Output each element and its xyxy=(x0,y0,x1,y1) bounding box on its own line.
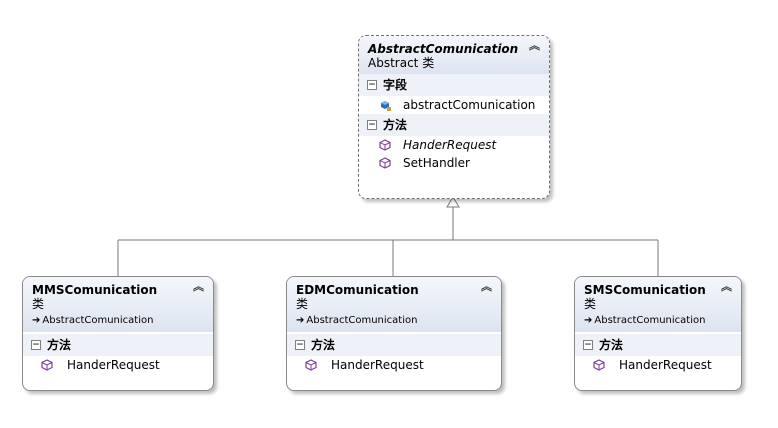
method-name: HanderRequest xyxy=(403,138,497,152)
methods-label: 方法 xyxy=(311,338,336,352)
edm-class-box[interactable]: EDMComunication 类 ➔AbstractComunication … xyxy=(286,276,502,391)
class-kind: 类 xyxy=(296,297,309,311)
fields-section-header[interactable]: − 字段 xyxy=(359,74,549,96)
collapse-toggle-icon[interactable]: − xyxy=(367,120,377,130)
class-name: EDMComunication xyxy=(296,283,419,297)
inherits-arrow-icon: ➔ xyxy=(296,315,305,326)
inherits-arrow-icon: ➔ xyxy=(32,315,41,326)
method-icon xyxy=(379,139,391,151)
methods-section-header[interactable]: − 方法 xyxy=(287,334,501,356)
method-item[interactable]: HanderRequest xyxy=(287,356,501,374)
class-header: AbstractComunication Abstract 类 ︽ xyxy=(359,36,549,74)
class-header: MMSComunication 类 ➔AbstractComunication … xyxy=(23,277,213,332)
collapse-toggle-icon[interactable]: − xyxy=(583,340,593,350)
sms-class-box[interactable]: SMSComunication 类 ➔AbstractComunication … xyxy=(574,276,742,391)
method-name: HanderRequest xyxy=(331,358,424,372)
class-name: AbstractComunication xyxy=(368,42,519,56)
mms-class-box[interactable]: MMSComunication 类 ➔AbstractComunication … xyxy=(22,276,214,391)
method-item[interactable]: HanderRequest xyxy=(575,356,741,374)
base-class-name: AbstractComunication xyxy=(594,315,706,326)
collapse-icon[interactable]: ︽ xyxy=(529,39,540,52)
method-name: HanderRequest xyxy=(67,358,160,372)
method-icon xyxy=(593,359,605,371)
class-header: EDMComunication 类 ➔AbstractComunication … xyxy=(287,277,501,332)
method-item[interactable]: HanderRequest xyxy=(359,136,549,154)
inheritance-arrowhead xyxy=(446,196,460,208)
inherits-arrow-icon: ➔ xyxy=(584,315,593,326)
base-class-name: AbstractComunication xyxy=(42,315,154,326)
method-icon xyxy=(41,359,53,371)
base-class: ➔AbstractComunication xyxy=(32,314,185,328)
method-name: SetHandler xyxy=(403,156,470,170)
field-item[interactable]: abstractComunication xyxy=(359,96,549,114)
methods-section-header[interactable]: − 方法 xyxy=(359,114,549,136)
abstract-class-box[interactable]: AbstractComunication Abstract 类 ︽ − 字段 a… xyxy=(358,35,550,199)
collapse-toggle-icon[interactable]: − xyxy=(31,340,41,350)
methods-label: 方法 xyxy=(599,338,624,352)
class-kind: 类 xyxy=(584,297,597,311)
class-name: SMSComunication xyxy=(584,283,706,297)
method-icon xyxy=(379,157,391,169)
method-icon xyxy=(305,359,317,371)
collapse-toggle-icon[interactable]: − xyxy=(367,80,377,90)
methods-section-header[interactable]: − 方法 xyxy=(575,334,741,356)
class-kind: Abstract 类 xyxy=(368,56,435,70)
field-name: abstractComunication xyxy=(403,98,536,112)
collapse-toggle-icon[interactable]: − xyxy=(295,340,305,350)
base-class-name: AbstractComunication xyxy=(306,315,418,326)
collapse-icon[interactable]: ︽ xyxy=(721,280,732,293)
fields-label: 字段 xyxy=(383,78,408,92)
method-item[interactable]: SetHandler xyxy=(359,154,549,172)
method-item[interactable]: HanderRequest xyxy=(23,356,213,374)
methods-label: 方法 xyxy=(383,118,408,132)
methods-section-header[interactable]: − 方法 xyxy=(23,334,213,356)
base-class: ➔AbstractComunication xyxy=(296,314,473,328)
class-kind: 类 xyxy=(32,297,45,311)
collapse-icon[interactable]: ︽ xyxy=(481,280,492,293)
methods-label: 方法 xyxy=(47,338,72,352)
class-name: MMSComunication xyxy=(32,283,158,297)
collapse-icon[interactable]: ︽ xyxy=(193,280,204,293)
base-class: ➔AbstractComunication xyxy=(584,314,713,328)
class-header: SMSComunication 类 ➔AbstractComunication … xyxy=(575,277,741,332)
field-private-icon xyxy=(381,101,391,111)
method-name: HanderRequest xyxy=(619,358,712,372)
